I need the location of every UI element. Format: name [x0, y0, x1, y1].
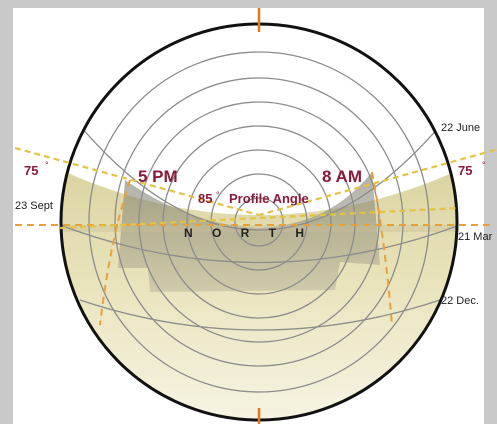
date-label-march: 21 Mar	[458, 231, 493, 243]
angle-left-degree: °	[45, 160, 49, 170]
profile-85-line	[59, 206, 461, 230]
altitude-ring	[138, 101, 380, 343]
sun-path-june	[74, 119, 446, 231]
date-label-dec: 22 Dec.	[441, 295, 479, 307]
shading-region	[61, 160, 457, 420]
altitude-ring	[114, 77, 404, 367]
profile-angle-lines	[14, 146, 496, 230]
sun-path-december	[79, 299, 441, 331]
profile-angle-degree: °	[216, 190, 220, 200]
right-profile-line	[258, 148, 496, 217]
angle-label-right: 75	[458, 163, 472, 178]
north-label: N O R T H	[184, 226, 312, 240]
date-label-june: 22 June	[441, 122, 480, 134]
shadow-area	[118, 172, 380, 292]
profile-angle-value: 85	[198, 191, 212, 206]
date-label-sept: 23 Sept	[15, 200, 53, 212]
time-label-5pm: 5 PM	[138, 167, 178, 186]
right-azimuth-line	[371, 171, 393, 326]
angle-right-degree: °	[482, 160, 486, 170]
profile-angle-label: Profile Angle	[229, 191, 309, 206]
left-azimuth-line	[99, 179, 131, 326]
altitude-ring	[88, 51, 430, 393]
altitude-grid	[61, 51, 457, 393]
angle-label-left: 75	[24, 163, 38, 178]
dashed-lines	[15, 171, 495, 326]
horizon-band	[61, 225, 457, 232]
altitude-ring	[234, 197, 284, 247]
altitude-ring	[186, 149, 332, 295]
left-profile-line	[14, 146, 260, 217]
time-label-8am: 8 AM	[322, 167, 362, 186]
